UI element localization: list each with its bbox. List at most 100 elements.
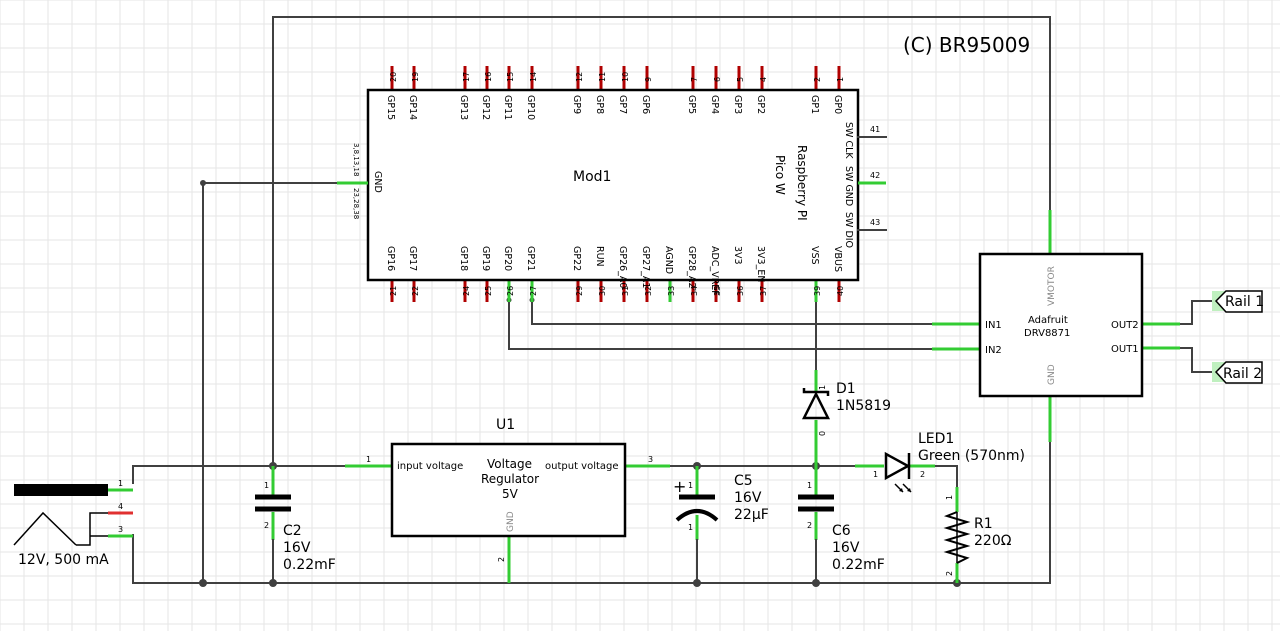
c2-voltage: 16V xyxy=(283,540,311,556)
pico-bottom-pin-label: GP28_A2 xyxy=(686,246,697,288)
pico-bottom-pin-num: 31 xyxy=(621,286,630,296)
c6-capacitance: 0.22mF xyxy=(832,557,885,573)
pico-top-pin-num: 12 xyxy=(575,72,584,82)
pico-bottom-pin-num: 29 xyxy=(575,286,584,296)
pico-top-pin-num: 9 xyxy=(644,77,653,82)
pico-bottom-pin-label: VSS xyxy=(809,246,820,265)
u1-out-label: output voltage xyxy=(545,461,619,472)
rail-2-connector[interactable]: Rail 2 xyxy=(1212,361,1263,384)
pico-top-pin-num: 5 xyxy=(736,77,745,82)
pico-bottom-pin-label: GP18 xyxy=(458,246,469,271)
u1-gnd-label: GND xyxy=(506,511,516,532)
pico-title-line2: Pico W xyxy=(773,155,787,195)
copyright-label: (C) BR95009 xyxy=(903,33,1030,57)
pico-pin-42-num: 42 xyxy=(870,171,880,180)
c6-ref: C6 xyxy=(832,523,851,539)
c2-pin2-num: 2 xyxy=(264,521,269,530)
pico-bottom-pin-label: GP21 xyxy=(525,246,536,271)
pico-bottom-pin-num: 25 xyxy=(484,286,493,296)
pico-top-pin-num: 17 xyxy=(462,72,471,82)
u1-pin-gnd-num: 2 xyxy=(497,557,506,562)
pico-top-pin-label: GP11 xyxy=(502,95,513,120)
gp21-in1-wire xyxy=(531,299,933,325)
pico-swgnd-label: SW GND xyxy=(843,166,854,206)
pico-top-pin-num: 19 xyxy=(411,72,420,82)
pico-top-pin-label: GP3 xyxy=(732,95,743,114)
jack-pin3-num: 3 xyxy=(118,525,123,534)
pico-top-pin-num: 1 xyxy=(836,77,845,82)
pico-bottom-pin-label: RUN xyxy=(594,246,605,267)
drv-vmotor-label: VMOTOR xyxy=(1047,266,1057,306)
pico-top-pin-label: GP9 xyxy=(571,95,582,114)
resistor-r1[interactable]: 1 2 R1 220Ω xyxy=(943,487,1012,583)
pico-swclk-label: SW CLK xyxy=(843,122,854,159)
junctions xyxy=(199,180,961,587)
power-jack[interactable]: 1 4 3 12V, 500 mA xyxy=(13,479,133,568)
pico-top-pin-label: GP15 xyxy=(385,95,396,120)
capacitor-c2[interactable]: 1 2 C2 16V 0.22mF xyxy=(255,466,336,584)
u1-body xyxy=(390,442,627,538)
drv-out1-label: OUT1 xyxy=(1111,344,1139,355)
pico-bottom-pin-num: 27 xyxy=(529,286,538,296)
pico-bottom-pin-label: GP27_A1 xyxy=(640,246,651,288)
pico-top-pin-label: GP7 xyxy=(617,95,628,114)
pico-top-pin-label: GP13 xyxy=(458,95,469,120)
pico-title-line1: Raspberry PI xyxy=(795,145,809,221)
led-led1[interactable]: 1 2 LED1 Green (570nm) xyxy=(855,431,1025,493)
c6-pin2-num: 2 xyxy=(807,521,812,530)
pico-bottom-pin-num: 33 xyxy=(667,286,676,296)
drv8871-module[interactable]: VMOTOR GND IN1 IN2 OUT2 OUT1 Adafruit DR… xyxy=(932,210,1180,442)
c6-voltage: 16V xyxy=(832,540,860,556)
c5-ref: C5 xyxy=(734,473,753,489)
pico-bottom-pin-num: 30 xyxy=(598,286,607,296)
c5-pin1-num: 1 xyxy=(688,481,693,490)
capacitor-c5[interactable]: + 1 1 C5 16V 22µF xyxy=(673,466,769,584)
pico-body xyxy=(366,88,860,282)
pico-top-pin-num: 6 xyxy=(713,77,722,82)
drv-name-line1: Adafruit xyxy=(1028,315,1068,326)
u1-ref: U1 xyxy=(496,417,515,433)
pico-top-pin-num: 20 xyxy=(389,72,398,82)
pico-top-pin-label: GP5 xyxy=(686,95,697,114)
pico-bottom-pin-label: GP19 xyxy=(480,246,491,271)
pico-bottom-pin-label: GP20 xyxy=(502,246,513,271)
pico-bottom-pin-num: 40 xyxy=(836,286,845,296)
pico-bottom-pin-label: GP22 xyxy=(571,246,582,271)
led1-pin1-num: 1 xyxy=(873,470,878,479)
r1-value: 220Ω xyxy=(974,533,1012,549)
pico-swdio-label: SW DIO xyxy=(843,212,854,248)
jack-ac-symbol xyxy=(13,511,77,546)
drv-gnd-label: GND xyxy=(1047,364,1057,385)
rail-1-connector[interactable]: Rail 1 xyxy=(1212,290,1264,313)
pico-gnd-pins-bottom: 23,28,38 xyxy=(352,188,360,219)
pico-top-pin-num: 11 xyxy=(598,72,607,82)
voltage-regulator-u1[interactable]: U1 Voltage Regulator 5V input voltage ou… xyxy=(345,417,670,583)
capacitor-c6[interactable]: 1 2 C6 16V 0.22mF xyxy=(798,466,885,584)
pico-top-pin-num: 14 xyxy=(529,72,538,82)
u1-pin-out-num: 3 xyxy=(648,455,653,464)
d1-bar xyxy=(802,388,830,396)
pico-bottom-pin-num: 21 xyxy=(389,286,398,296)
u1-in-label: input voltage xyxy=(397,461,463,472)
jack-pin1-num: 1 xyxy=(118,479,123,488)
c5-plate-bottom xyxy=(675,509,719,522)
rail-2-label: Rail 2 xyxy=(1223,366,1262,382)
pico-gnd-wire xyxy=(202,182,338,584)
c2-ref: C2 xyxy=(283,523,302,539)
drv-in2-label: IN2 xyxy=(985,345,1002,356)
pico-bottom-pin-num: 22 xyxy=(411,286,420,296)
pico-bottom-pin-num: 37 xyxy=(759,286,768,296)
pico-top-pin-label: GP12 xyxy=(480,95,491,120)
pico-pin-41-num: 41 xyxy=(870,125,880,134)
pico-bottom-pin-label: 3V3 xyxy=(732,246,743,265)
diode-d1[interactable]: 1 0 D1 1N5819 xyxy=(801,370,891,466)
c2-pin1-num: 1 xyxy=(264,481,269,490)
c5-voltage: 16V xyxy=(734,490,762,506)
pico-ref: Mod1 xyxy=(573,169,611,185)
u1-pin-in-num: 1 xyxy=(366,455,371,464)
u1-line2: Regulator xyxy=(481,472,539,486)
